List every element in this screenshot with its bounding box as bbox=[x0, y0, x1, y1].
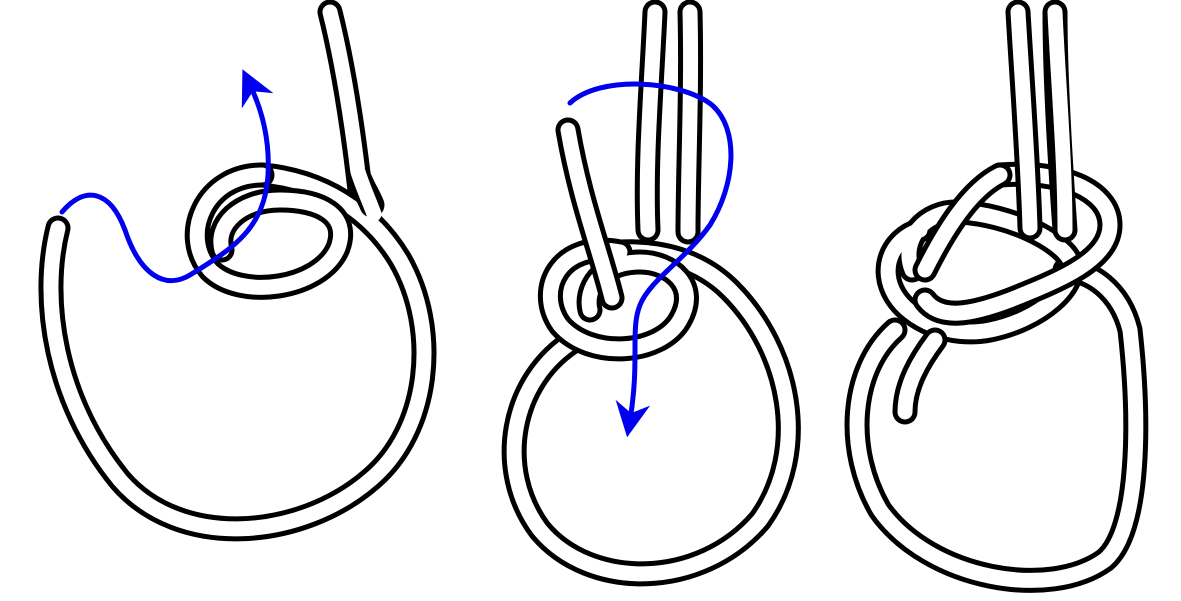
step-3-panel bbox=[844, 0, 1149, 593]
step-3-rope bbox=[844, 0, 1149, 593]
step-2-direction-arrow bbox=[567, 81, 734, 438]
step-1-direction-arrow bbox=[59, 69, 274, 284]
step-1-rope bbox=[38, 0, 437, 542]
step-1-panel bbox=[38, 0, 437, 542]
step-2-rope bbox=[501, 0, 801, 587]
step-2-panel bbox=[501, 0, 801, 587]
